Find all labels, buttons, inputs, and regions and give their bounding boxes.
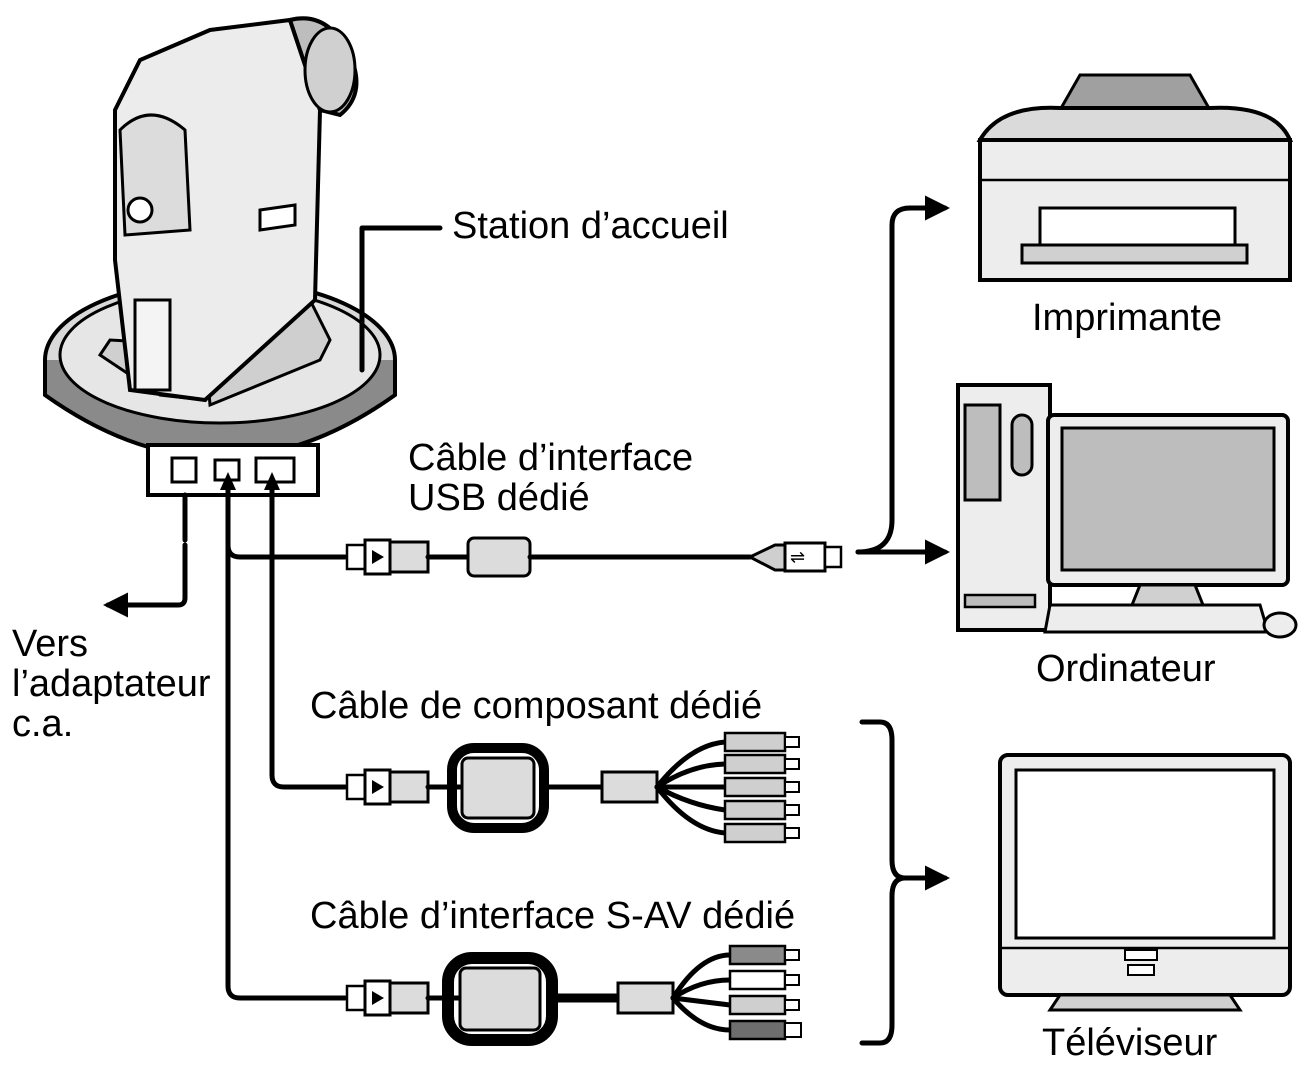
usb-cable-label-line2: USB dédié: [408, 477, 590, 519]
printer-label: Imprimante: [1032, 297, 1223, 339]
usb-icon: ⇌: [790, 547, 805, 568]
component-cable-label: Câble de composant dédié: [310, 685, 763, 727]
camcorder: [97, 16, 359, 408]
component-route-line: [269, 487, 348, 790]
usb-cable-label-line1: Câble d’interface: [408, 437, 694, 479]
dc-in-port: [170, 456, 198, 484]
sav-cable: [345, 952, 733, 1046]
station-label: Station d’accueil: [452, 205, 729, 247]
station-leader-line: [359, 225, 443, 373]
sav-route-line: [225, 492, 348, 1001]
usb-route-line: [225, 487, 348, 560]
sav-plugs: [728, 944, 802, 1041]
ac-label-line2: l’adaptateur: [12, 663, 211, 705]
ac-label-line1: Vers: [12, 623, 89, 665]
usb-cable: ⇌: [345, 536, 843, 578]
computer-label: Ordinateur: [1036, 648, 1216, 690]
printer-arrow: [855, 195, 950, 555]
computer: [956, 383, 1298, 639]
television: [998, 753, 1292, 1012]
av-port: [254, 456, 296, 484]
ac-arrow: [103, 542, 188, 618]
component-cable: [345, 739, 728, 836]
printer: [976, 73, 1294, 282]
sav-cable-label: Câble d’interface S-AV dédié: [310, 895, 796, 937]
ac-label-line3: c.a.: [12, 703, 74, 745]
component-plugs: [723, 731, 800, 844]
tv-label: Téléviseur: [1042, 1022, 1218, 1064]
